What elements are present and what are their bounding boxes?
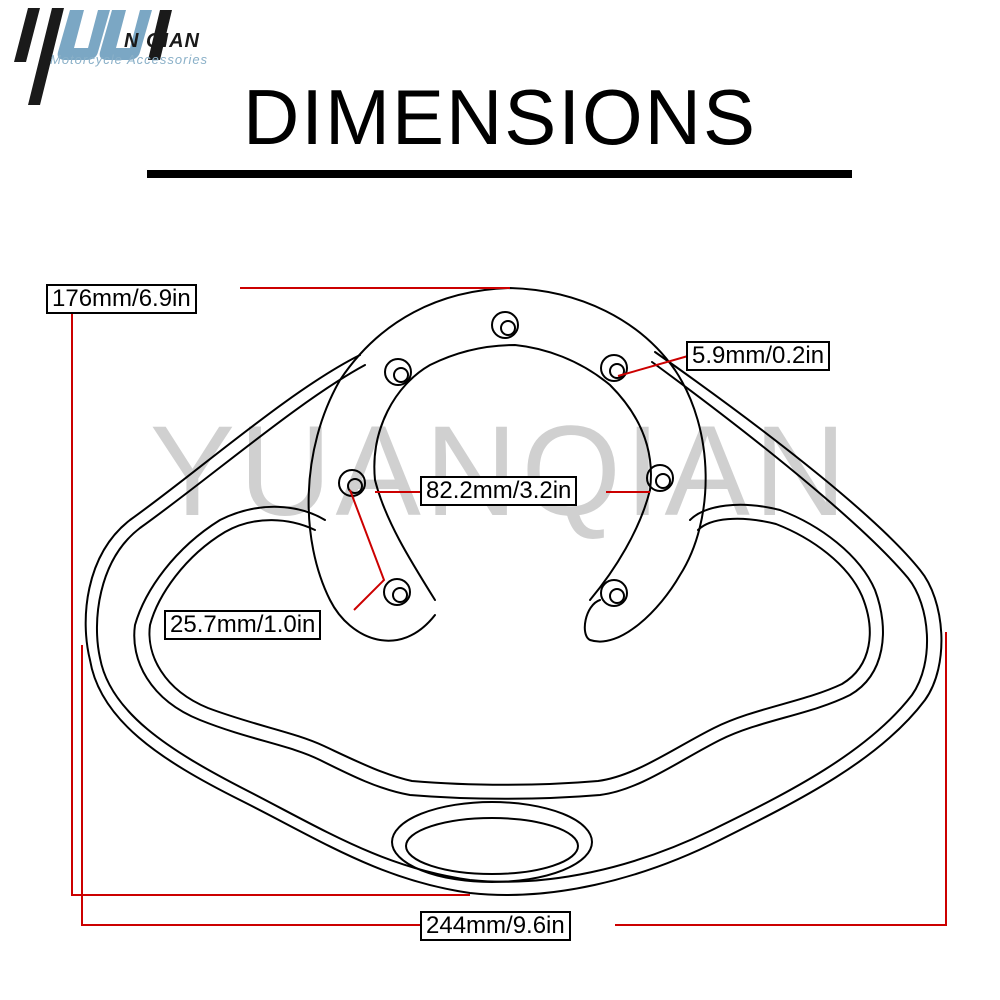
dim-line-overall-right [615,632,947,926]
page-title: DIMENSIONS [242,73,758,161]
dim-line-top-left-extension [71,310,470,896]
brand-logo [14,8,172,105]
ring-plate-outline [307,287,707,643]
mount-hole-upper-left [384,358,412,386]
brand-name: N QIAN [124,30,200,52]
dim-label-overall-width: 244mm/9.6in [420,911,571,941]
mount-hole-upper-right [600,354,628,382]
dim-label-top-width: 176mm/6.9in [46,284,197,314]
handle-inner-outline [133,503,884,800]
brand-tagline: Motorcycle Accessories [50,52,209,67]
dim-line-overall [81,645,420,926]
mount-hole-mid-right [646,464,674,492]
logo-swoosh [57,10,152,60]
mount-hole-lower-right [600,579,628,607]
ring-plate-inner [373,344,652,601]
mount-hole-top [491,311,519,339]
title-underline [147,170,852,178]
bottom-oval-inner [405,817,579,875]
bottom-oval-outer [391,801,593,883]
dim-label-hole-diameter: 5.9mm/0.2in [686,341,831,371]
dim-line-spacing [349,489,386,611]
mount-hole-lower-left [383,578,411,606]
logo-mark [14,8,64,105]
dim-line-hole [617,355,689,377]
dim-label-hole-spacing: 25.7mm/1.0in [164,610,322,640]
dim-label-inner-width: 82.2mm/3.2in [420,476,578,506]
logo-n [148,10,172,60]
mount-hole-mid-left [338,469,366,497]
handle-outer-outline [84,351,943,896]
handle-inner-edge [148,517,871,786]
handle-outer-inner-edge [95,361,928,883]
